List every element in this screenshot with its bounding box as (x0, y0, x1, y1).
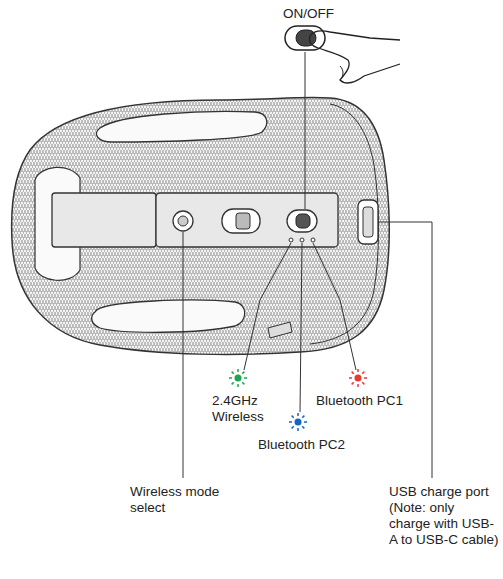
leader-line (300, 243, 302, 412)
leader-line (183, 232, 184, 478)
side-detail (268, 322, 292, 338)
mouse-body (12, 97, 390, 354)
power-switch (287, 210, 317, 232)
top-skate (96, 112, 266, 142)
led-dot (311, 238, 315, 242)
center-panel (52, 193, 156, 247)
mode-label: 2.4GHz Wireless (212, 393, 274, 425)
sensor-lens (236, 213, 250, 229)
led-dot (289, 238, 293, 242)
mode-label: Bluetooth PC1 (316, 393, 403, 409)
led-glow (289, 413, 307, 431)
usb-port-inner (363, 207, 373, 237)
led-dot (300, 238, 304, 242)
sensor (222, 209, 260, 233)
leader-line (305, 52, 306, 209)
led-glow (229, 369, 247, 387)
mode-button-core (178, 216, 188, 226)
usb-port (358, 200, 378, 244)
leader-line (313, 243, 356, 370)
fingertip (309, 36, 318, 48)
mode-label: Bluetooth PC2 (258, 437, 345, 453)
port-label: USB charge port (Note: only charge with … (389, 484, 499, 548)
mode-button (173, 211, 193, 231)
led-glow (349, 369, 367, 387)
finger (310, 31, 400, 83)
bottom-skate (92, 300, 245, 332)
finger-fold (340, 66, 343, 80)
switch-label: ON/OFF (283, 6, 334, 22)
switch-detail (285, 26, 325, 50)
power-switch-knob (296, 214, 310, 228)
leader-line (378, 222, 432, 478)
leader-line (244, 243, 291, 370)
button-label: Wireless mode select (130, 484, 238, 516)
